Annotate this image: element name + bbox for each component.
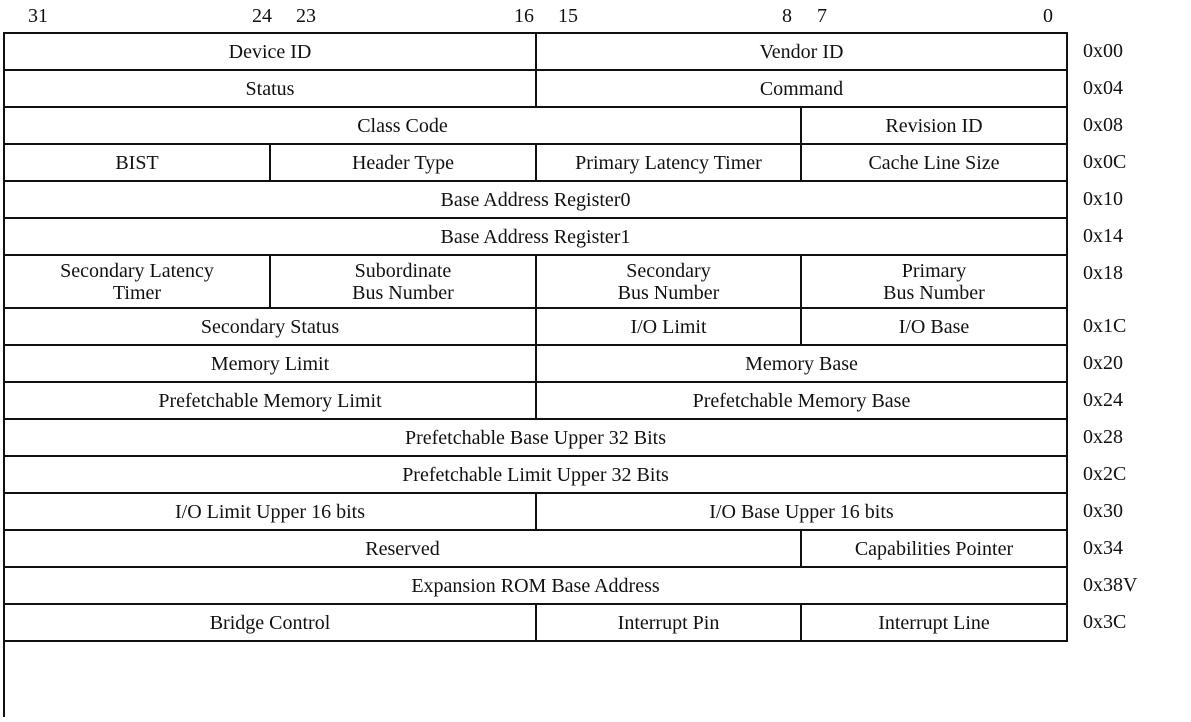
register-field: Subordinate Bus Number xyxy=(271,256,537,309)
register-offset: 0x10 xyxy=(1083,188,1123,210)
register-field: Capabilities Pointer xyxy=(802,531,1068,568)
register-offset: 0x2C xyxy=(1083,463,1127,485)
bit-label-7: 7 xyxy=(817,5,827,27)
register-row: Prefetchable Base Upper 32 Bits xyxy=(5,420,1068,457)
bit-label-23: 23 xyxy=(296,5,316,27)
register-offset: 0x1C xyxy=(1083,315,1127,337)
register-field: Prefetchable Limit Upper 32 Bits xyxy=(5,457,1068,494)
bit-label-15: 15 xyxy=(558,5,578,27)
register-field: Status xyxy=(5,71,537,108)
register-field: Vendor ID xyxy=(537,34,1068,71)
bit-label-31: 31 xyxy=(28,5,48,27)
register-offset: 0x24 xyxy=(1083,389,1123,411)
register-field: Prefetchable Base Upper 32 Bits xyxy=(5,420,1068,457)
register-field: Secondary Bus Number xyxy=(537,256,802,309)
register-field: Bridge Control xyxy=(5,605,537,642)
register-offset: 0x30 xyxy=(1083,500,1123,522)
register-field: I/O Base Upper 16 bits xyxy=(537,494,1068,531)
register-field: Secondary Latency Timer xyxy=(5,256,271,309)
register-field: Command xyxy=(537,71,1068,108)
register-offset: 0x3C xyxy=(1083,611,1127,633)
register-row: Expansion ROM Base Address xyxy=(5,568,1068,605)
register-field: Primary Bus Number xyxy=(802,256,1068,309)
register-field: I/O Limit Upper 16 bits xyxy=(5,494,537,531)
bit-label-16: 16 xyxy=(514,5,534,27)
register-field: Base Address Register1 xyxy=(5,219,1068,256)
register-offset: 0x18 xyxy=(1083,262,1123,284)
register-offset: 0x38V xyxy=(1083,574,1138,596)
register-row: Base Address Register1 xyxy=(5,219,1068,256)
register-field: Header Type xyxy=(271,145,537,182)
register-field: BIST xyxy=(5,145,271,182)
register-field: I/O Limit xyxy=(537,309,802,346)
register-offset: 0x08 xyxy=(1083,114,1123,136)
register-field: Memory Base xyxy=(537,346,1068,383)
register-field: Cache Line Size xyxy=(802,145,1068,182)
register-row: Prefetchable Limit Upper 32 Bits xyxy=(5,457,1068,494)
register-field: Class Code xyxy=(5,108,802,145)
register-field: Reserved xyxy=(5,531,802,568)
bit-label-8: 8 xyxy=(782,5,792,27)
register-offset: 0x00 xyxy=(1083,40,1123,62)
register-offset: 0x28 xyxy=(1083,426,1123,448)
register-field: I/O Base xyxy=(802,309,1068,346)
register-offset: 0x04 xyxy=(1083,77,1123,99)
register-field: Secondary Status xyxy=(5,309,537,346)
register-field: Memory Limit xyxy=(5,346,537,383)
register-field: Expansion ROM Base Address xyxy=(5,568,1068,605)
register-offset: 0x34 xyxy=(1083,537,1123,559)
register-field: Base Address Register0 xyxy=(5,182,1068,219)
register-offset: 0x20 xyxy=(1083,352,1123,374)
register-field: Revision ID xyxy=(802,108,1068,145)
register-offset: 0x14 xyxy=(1083,225,1123,247)
register-field: Prefetchable Memory Limit xyxy=(5,383,537,420)
register-field: Interrupt Line xyxy=(802,605,1068,642)
register-field: Primary Latency Timer xyxy=(537,145,802,182)
register-offset: 0x0C xyxy=(1083,151,1127,173)
register-field: Interrupt Pin xyxy=(537,605,802,642)
register-field: Device ID xyxy=(5,34,537,71)
bit-label-24: 24 xyxy=(252,5,272,27)
register-row: Base Address Register0 xyxy=(5,182,1068,219)
bit-label-0: 0 xyxy=(1043,5,1053,27)
register-field: Prefetchable Memory Base xyxy=(537,383,1068,420)
